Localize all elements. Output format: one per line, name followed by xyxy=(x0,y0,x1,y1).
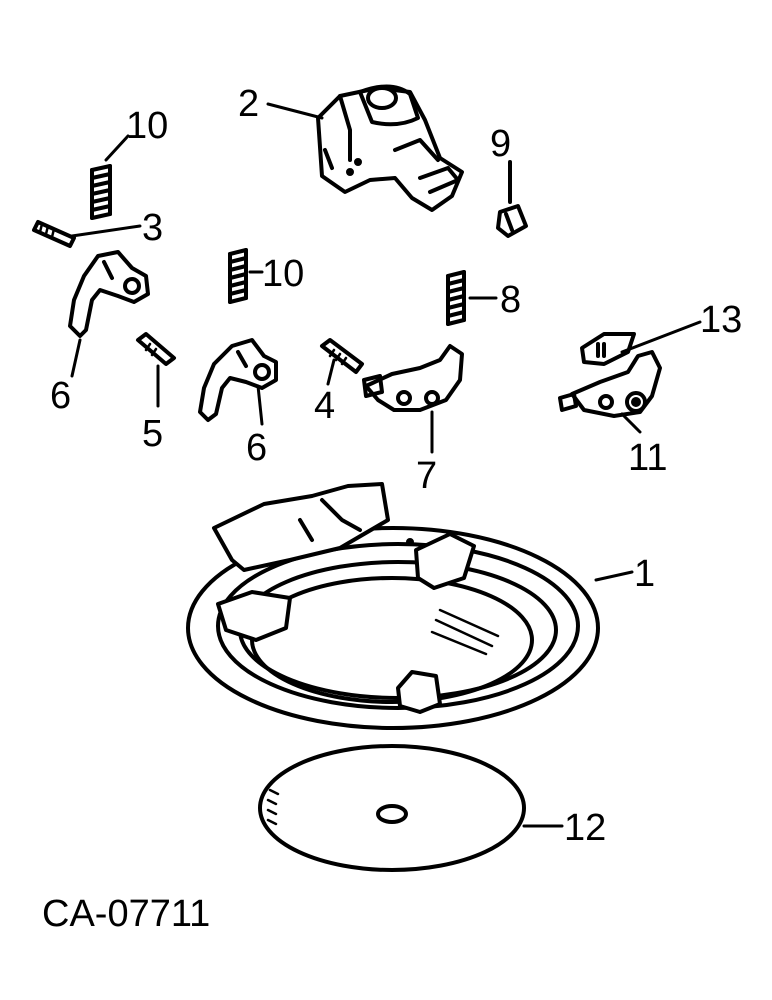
part-13-plate xyxy=(580,332,636,366)
part-4-pin xyxy=(320,338,364,374)
callout-10-middle: 10 xyxy=(262,253,304,295)
callout-6-left: 6 xyxy=(50,375,71,417)
callout-9: 9 xyxy=(490,123,511,165)
part-6-pawl-left xyxy=(68,250,150,338)
callout-5: 5 xyxy=(142,413,163,455)
callout-12: 12 xyxy=(564,807,606,849)
callout-7: 7 xyxy=(416,455,437,497)
callout-4: 4 xyxy=(314,385,335,427)
callout-2: 2 xyxy=(238,83,259,125)
callout-13: 13 xyxy=(700,299,742,341)
leader-lines xyxy=(70,102,702,828)
callout-1: 1 xyxy=(634,553,655,595)
callout-10-left: 10 xyxy=(126,105,168,147)
part-6-pawl-middle xyxy=(198,338,278,422)
callout-3: 3 xyxy=(142,207,163,249)
part-10-spring-middle xyxy=(228,248,248,304)
callout-labels: 2 10 9 3 10 8 13 6 5 4 6 11 7 1 12 xyxy=(50,83,742,849)
part-7-latch xyxy=(362,344,464,412)
part-9-clip xyxy=(496,160,528,238)
part-12-disc xyxy=(258,744,526,872)
part-8-spring xyxy=(446,270,466,326)
callout-6-middle: 6 xyxy=(246,427,267,469)
part-1-base-ring xyxy=(186,482,600,730)
part-10-spring-left xyxy=(90,164,112,220)
part-11-lever-assembly xyxy=(558,350,662,418)
drawing-code: CA-07711 xyxy=(42,893,210,935)
callout-11: 11 xyxy=(628,437,667,479)
callout-8: 8 xyxy=(500,279,521,321)
part-5-pin xyxy=(136,332,176,366)
part-3-pin xyxy=(32,220,76,248)
part-2-housing xyxy=(316,84,464,212)
